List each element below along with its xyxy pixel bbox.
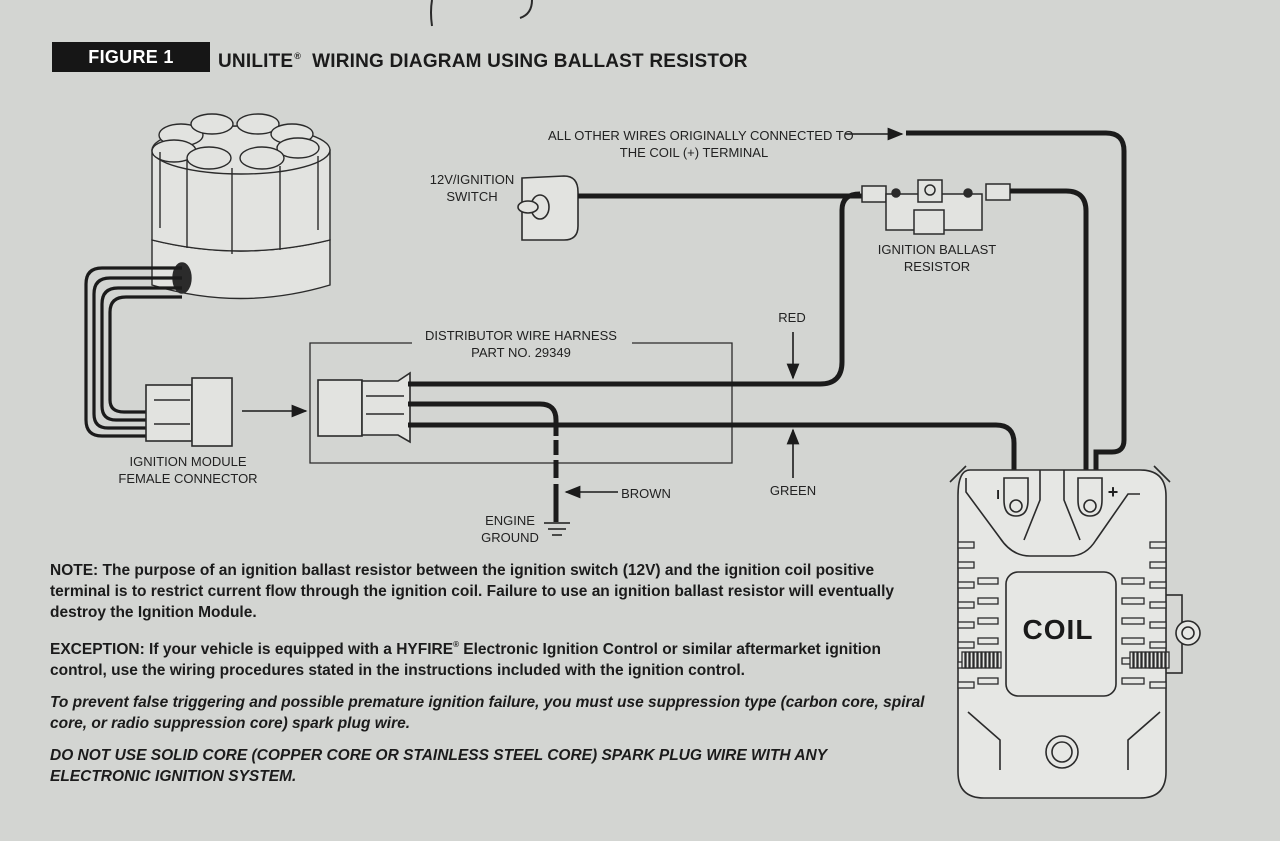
coil-rib xyxy=(977,637,999,645)
label-ground-line2: GROUND xyxy=(481,530,539,545)
pen-mark xyxy=(519,0,533,19)
coil-rib xyxy=(1149,541,1167,549)
coil-rib xyxy=(1149,581,1167,589)
label-green: GREEN xyxy=(769,483,817,498)
coil-rib xyxy=(977,577,999,585)
coil-rib xyxy=(969,651,974,669)
label-ballast-line1: IGNITION BALLAST xyxy=(877,242,997,257)
harness-male-connector xyxy=(317,371,411,444)
coil-rib xyxy=(997,651,1002,669)
coil-rib xyxy=(1149,601,1167,609)
coil-rib xyxy=(1149,681,1167,689)
coil-rib xyxy=(1121,597,1145,605)
coil-rib xyxy=(957,561,975,569)
coil-rib xyxy=(1121,677,1145,685)
figure-badge: FIGURE 1 xyxy=(52,42,210,72)
label-other-wires-line1: ALL OTHER WIRES ORIGINALLY CONNECTED TO xyxy=(548,128,854,143)
coil-negative-mark: I xyxy=(996,487,1000,502)
distributor-leads xyxy=(84,266,182,438)
coil-rib xyxy=(1149,651,1154,669)
note-text: The purpose of an ignition ballast resis… xyxy=(50,562,895,621)
coil-rib xyxy=(973,651,978,669)
coil-rib xyxy=(1133,651,1138,669)
exception-paragraph: EXCEPTION: If your vehicle is equipped w… xyxy=(50,634,930,681)
note-paragraph: NOTE: The purpose of an ignition ballast… xyxy=(50,560,930,623)
coil-rib xyxy=(957,621,975,629)
coil-rib xyxy=(1121,577,1145,585)
coil-rib xyxy=(977,677,999,685)
ignition-coil xyxy=(949,465,1201,799)
coil-rib xyxy=(1141,651,1146,669)
coil-rib xyxy=(977,651,982,669)
label-harness-line1: DISTRIBUTOR WIRE HARNESS xyxy=(425,328,617,343)
title-mark: ® xyxy=(294,51,302,61)
label-switch-line1: 12V/IGNITION xyxy=(429,172,515,187)
coil-rib xyxy=(957,581,975,589)
coil-rib xyxy=(1161,651,1166,669)
label-harness: DISTRIBUTOR WIRE HARNESS PART NO. 29349 xyxy=(420,327,622,361)
coil-rib xyxy=(985,651,990,669)
coil-rib xyxy=(977,617,999,625)
label-switch: 12V/IGNITION SWITCH xyxy=(418,171,526,205)
label-module: IGNITION MODULE FEMALE CONNECTOR xyxy=(108,453,268,487)
exception-lead: EXCEPTION: xyxy=(50,641,145,658)
exception-text-a: If your vehicle is equipped with a HYFIR… xyxy=(149,641,454,658)
notes-section: NOTE: The purpose of an ignition ballast… xyxy=(50,560,930,798)
suppression-paragraph: To prevent false triggering and possible… xyxy=(50,694,925,732)
coil-rib xyxy=(1121,637,1145,645)
coil-rib xyxy=(961,651,966,669)
coil-rib xyxy=(1149,621,1167,629)
coil-rib xyxy=(977,597,999,605)
coil-rib xyxy=(1153,651,1158,669)
exception-text-b: Electronic Ignition Control or similar a… xyxy=(50,641,881,679)
label-switch-line2: SWITCH xyxy=(446,189,498,204)
coil-rib xyxy=(965,651,970,669)
figure-title: UNILITE® WIRING DIAGRAM USING BALLAST RE… xyxy=(218,43,748,75)
coil-rib xyxy=(1165,651,1170,669)
label-ballast: IGNITION BALLAST RESISTOR xyxy=(868,241,1006,275)
coil-rib xyxy=(981,651,986,669)
label-module-line1: IGNITION MODULE xyxy=(129,454,247,469)
label-harness-line2: PART NO. 29349 xyxy=(471,345,571,360)
label-brown: BROWN xyxy=(621,486,671,501)
distributor-cap xyxy=(151,113,331,300)
title-brand: UNILITE xyxy=(218,51,294,72)
module-female-connector xyxy=(145,377,233,447)
coil-label: COIL xyxy=(1022,614,1094,645)
coil-ribs xyxy=(957,541,1170,689)
label-red: RED xyxy=(778,310,806,325)
coil-rib xyxy=(957,681,975,689)
label-other-wires: ALL OTHER WIRES ORIGINALLY CONNECTED TO … xyxy=(548,127,854,161)
label-module-line2: FEMALE CONNECTOR xyxy=(118,471,258,486)
harness-box xyxy=(309,342,733,464)
label-ballast-line2: RESISTOR xyxy=(903,259,971,274)
coil-rib xyxy=(1121,617,1145,625)
coil-positive-mark: + xyxy=(1107,482,1119,502)
label-other-wires-line2: THE COIL (+) TERMINAL xyxy=(619,145,769,160)
coil-rib xyxy=(1149,561,1167,569)
coil-rib xyxy=(1129,651,1134,669)
label-ground-line1: ENGINE xyxy=(485,513,535,528)
ground-symbol xyxy=(544,522,570,536)
note-lead: NOTE: xyxy=(50,562,99,579)
title-rest: WIRING DIAGRAM USING BALLAST RESISTOR xyxy=(312,51,748,72)
exception-mark: ® xyxy=(453,640,459,649)
coil-rib xyxy=(957,601,975,609)
label-ground: ENGINE GROUND xyxy=(474,512,546,546)
coil-feed-wires xyxy=(906,130,1127,476)
coil-rib xyxy=(957,541,975,549)
warning-paragraph: DO NOT USE SOLID CORE (COPPER CORE OR ST… xyxy=(50,747,827,785)
coil-rib xyxy=(1137,651,1142,669)
pen-mark xyxy=(430,0,433,27)
coil-rib xyxy=(993,651,998,669)
coil-rib xyxy=(1145,651,1150,669)
coil-rib xyxy=(957,641,975,649)
ballast-resistor xyxy=(861,179,1011,235)
ignition-switch xyxy=(517,175,579,241)
coil-rib xyxy=(989,651,994,669)
coil-rib xyxy=(1149,641,1167,649)
coil-rib xyxy=(1157,651,1162,669)
